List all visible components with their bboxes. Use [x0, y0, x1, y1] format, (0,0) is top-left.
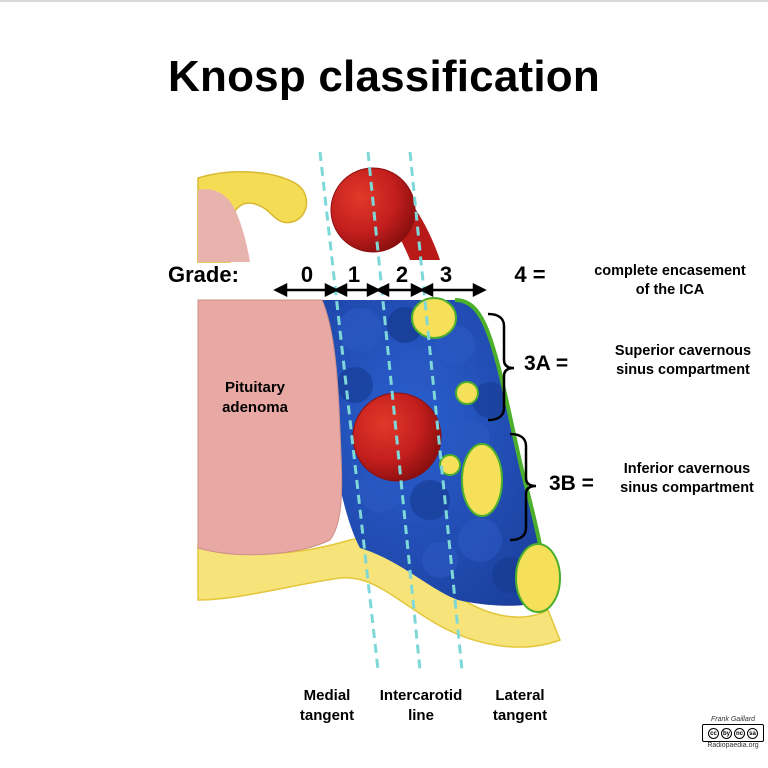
medial-tangent-label: Medial tangent: [299, 687, 355, 724]
subgrade-3a-label: 3A =: [524, 352, 569, 375]
nerve-maxillary: [515, 543, 561, 613]
top-rule: [0, 0, 768, 2]
grade-label: Grade:: [168, 262, 239, 287]
lateral-tangent-label: Lateral tangent: [492, 687, 548, 724]
nerve-oculomotor: [411, 297, 457, 339]
upper-pink-tissue: [198, 189, 250, 262]
brace-3a: [487, 312, 515, 422]
image-credit: Frank Gaillard cc by nc sa Radiopaedia.o…: [700, 716, 766, 749]
grade-0-label: 0: [300, 262, 314, 287]
nerve-trochlear: [455, 381, 479, 405]
sella-floor-dura: [197, 537, 561, 648]
nerve-ophthalmic: [461, 443, 503, 517]
brace-3b: [509, 432, 537, 542]
subgrade-3b-label: 3B =: [549, 472, 594, 495]
lateral-tangent-line: [408, 151, 464, 671]
grade-4-description: complete encasement of the ICA: [594, 263, 746, 298]
grade-3-label: 3: [439, 262, 453, 287]
pituitary-adenoma-label: Pituitary adenoma: [222, 379, 288, 416]
subgrade-3a-description: Superior cavernous sinus compartment: [614, 343, 752, 378]
diagram-title: Knosp classification: [168, 52, 600, 101]
credit-author: Frank Gaillard: [711, 716, 755, 723]
nc-icon: nc: [734, 727, 745, 739]
subgrade-3b-description: Inferior cavernous sinus compartment: [620, 461, 754, 496]
sa-icon: sa: [747, 727, 758, 739]
intercarotid-line: [366, 151, 422, 671]
pituitary-adenoma: [197, 299, 343, 556]
grade-4-label: 4 =: [514, 262, 546, 287]
by-icon: by: [721, 727, 732, 739]
grade-1-label: 1: [347, 262, 361, 287]
medial-tangent-line: [318, 151, 380, 671]
cc-license-badge: cc by nc sa: [702, 724, 764, 742]
grade-2-label: 2: [395, 262, 409, 287]
upper-ica: [330, 167, 416, 253]
cc-icon: cc: [708, 727, 719, 739]
intercarotid-line-label: Intercarotid line: [379, 687, 463, 724]
grade-arrows: [273, 282, 487, 298]
nerve-abducens: [439, 454, 461, 476]
credit-site: Radiopaedia.org: [707, 742, 759, 749]
